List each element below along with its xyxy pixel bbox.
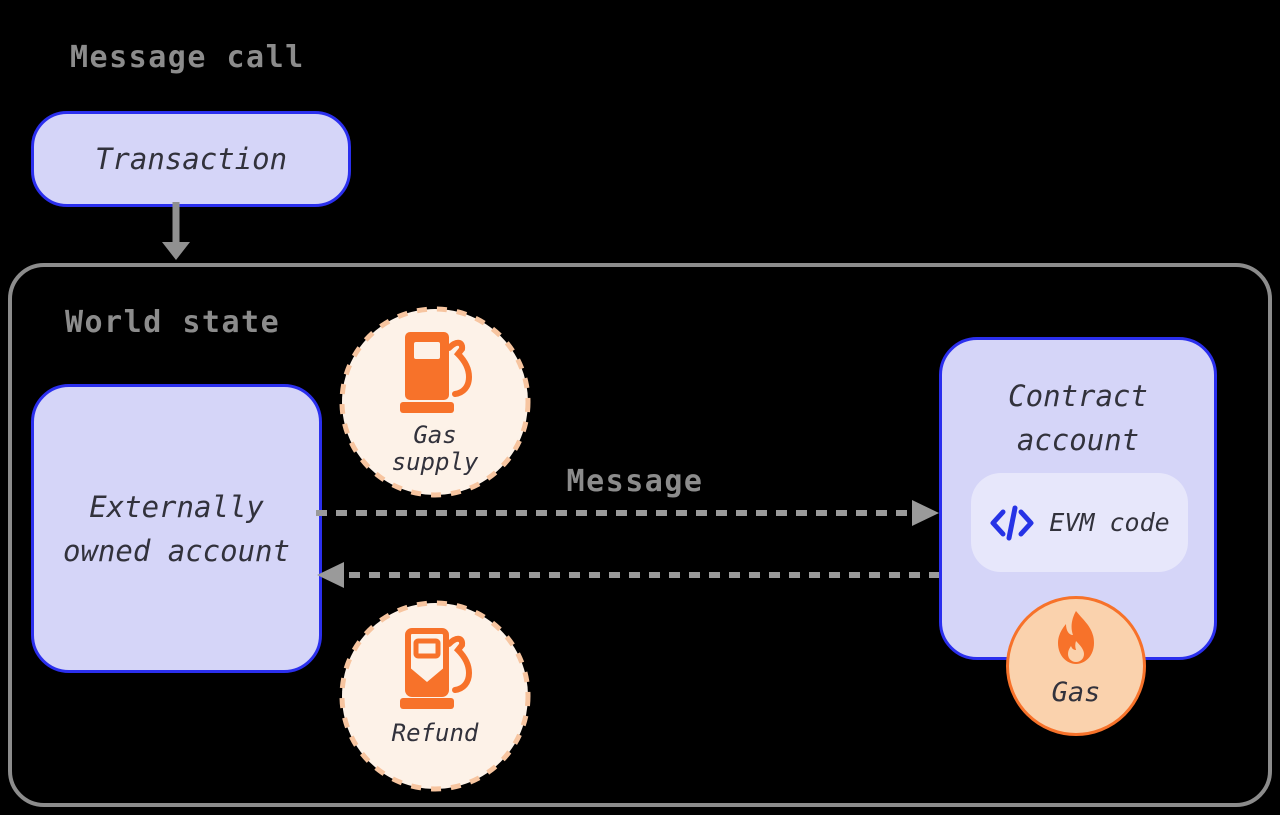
page-title: Message call xyxy=(70,40,305,75)
eoa-label-line2: owned account xyxy=(63,533,290,568)
message-edge-label: Message xyxy=(566,464,704,499)
transaction-node: Transaction xyxy=(31,111,351,207)
gas-supply-label-line2: supply xyxy=(391,448,479,476)
gas-label: Gas xyxy=(1051,677,1101,708)
code-icon xyxy=(990,505,1034,540)
arrow-down-icon xyxy=(162,202,190,260)
refund-label: Refund xyxy=(391,719,479,747)
eoa-label-line1: Externally xyxy=(89,489,264,524)
return-arrow xyxy=(317,562,940,588)
world-state-container xyxy=(8,263,1272,807)
evm-code-label: EVM code xyxy=(1049,508,1170,537)
contract-label-line1: Contract xyxy=(1008,379,1148,413)
gas-supply-node: Gas supply xyxy=(337,304,533,500)
evm-code-pill: EVM code xyxy=(971,473,1188,572)
world-state-label: World state xyxy=(65,305,281,340)
gas-node: Gas xyxy=(1006,596,1146,736)
eoa-node: Externally owned account xyxy=(31,384,322,673)
gas-pump-icon xyxy=(400,332,473,413)
contract-label-line2: account xyxy=(1016,423,1140,457)
message-arrow xyxy=(316,500,939,526)
gas-supply-label-line1: Gas xyxy=(413,421,457,449)
gas-pump-refund-icon xyxy=(400,628,473,709)
transaction-label: Transaction xyxy=(94,142,288,176)
flame-icon xyxy=(1058,611,1094,664)
refund-node: Refund xyxy=(337,598,533,794)
